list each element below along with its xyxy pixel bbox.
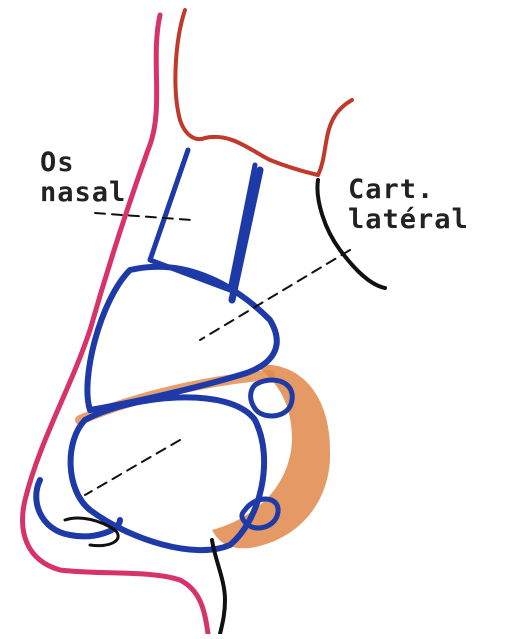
label-cart-lateral-line2: latéral (348, 205, 469, 235)
lateral-cartilage (87, 267, 276, 410)
label-cart-lateral: Cart. latéral (348, 175, 469, 235)
label-cart-lateral-line1: Cart. (348, 175, 469, 205)
columella-outline (212, 540, 225, 634)
leader-alar (85, 440, 180, 495)
frontal-outline (175, 10, 318, 175)
dorsum-inner-line (232, 170, 260, 300)
label-os-nasal-line2: nasal (40, 178, 126, 208)
alar-cartilage-shading (212, 365, 330, 549)
glabella-outline (318, 100, 352, 175)
leader-os-nasal (95, 213, 192, 220)
label-os-nasal-line1: Os (40, 148, 126, 178)
label-os-nasal: Os nasal (40, 148, 126, 208)
